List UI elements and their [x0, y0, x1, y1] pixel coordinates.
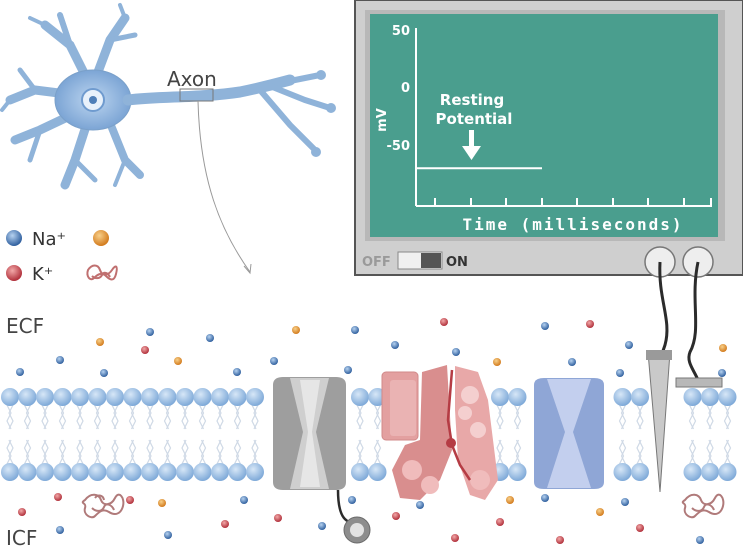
recording-electrode [646, 350, 672, 493]
protein-cluster-left [81, 493, 125, 519]
ion-particles [16, 318, 727, 544]
axon-zoom-box [179, 88, 214, 102]
switch-on-label: ON [446, 255, 468, 270]
ion [451, 534, 459, 542]
ion [18, 508, 26, 516]
ion [636, 524, 644, 532]
ion [233, 368, 241, 376]
legend-na-label: Na⁺ [32, 229, 66, 250]
y-axis-label: mV [375, 108, 390, 132]
pink-ion-channel-complex [381, 365, 498, 500]
ion [621, 498, 629, 506]
ion [96, 338, 104, 346]
lipid-bilayer [1, 388, 737, 481]
y-tick-50: 50 [392, 24, 410, 39]
ion [54, 493, 62, 501]
zoom-pointer-line [197, 100, 251, 273]
ion [506, 496, 514, 504]
ion [596, 508, 604, 516]
ion [696, 536, 704, 544]
legend-protein-icon [86, 264, 118, 281]
power-switch[interactable] [397, 251, 443, 270]
ion [351, 326, 359, 334]
ion [556, 536, 564, 544]
annotation-resting: Resting [440, 91, 504, 109]
ion [625, 341, 633, 349]
ion [56, 356, 64, 364]
ion [452, 348, 460, 356]
ion [270, 357, 278, 365]
y-tick-0: 0 [401, 81, 410, 96]
ion [541, 322, 549, 330]
ion [719, 344, 727, 352]
x-axis-ticks [434, 198, 712, 206]
ion [274, 514, 282, 522]
ion [391, 341, 399, 349]
ion [586, 320, 594, 328]
ion [221, 520, 229, 528]
ion [292, 326, 300, 334]
blue-ion-channel [534, 378, 604, 489]
ion [541, 494, 549, 502]
x-axis-label: Time (milliseconds) [462, 215, 683, 234]
ion [568, 358, 576, 366]
y-tick-neg50: -50 [387, 139, 411, 154]
annotation-potential: Potential [436, 110, 513, 128]
switch-off-label: OFF [362, 255, 391, 270]
ion [318, 522, 326, 530]
ion [141, 346, 149, 354]
icf-label: ICF [6, 526, 37, 550]
oscilloscope-screen [370, 14, 718, 237]
protein-cluster-right [681, 493, 725, 519]
ion [718, 369, 726, 377]
ion [493, 358, 501, 366]
ion [100, 369, 108, 377]
ion [164, 531, 172, 539]
ion [616, 369, 624, 377]
ion [416, 501, 424, 509]
ion [348, 496, 356, 504]
electrode-cable-right [687, 261, 700, 381]
ion [392, 512, 400, 520]
ion [16, 368, 24, 376]
ecf-label: ECF [6, 314, 44, 338]
zoom-pointer-arrowhead [243, 263, 252, 275]
ion [240, 496, 248, 504]
annotation-arrow [462, 130, 481, 160]
ion [174, 357, 182, 365]
legend-na-ion [6, 230, 22, 246]
neuron-illustration [0, 3, 336, 190]
ion [146, 328, 154, 336]
ion [496, 518, 504, 526]
ion [440, 318, 448, 326]
ion [56, 526, 64, 534]
oscilloscope-monitor: 50 0 -50 mV Time (milliseconds) Resting … [354, 0, 743, 278]
ion [158, 499, 166, 507]
gray-ion-channel [273, 377, 371, 544]
ion [344, 366, 352, 374]
reference-electrode [675, 377, 723, 388]
legend-k-ion [6, 265, 22, 281]
axon-label: Axon [167, 67, 217, 91]
ion [126, 496, 134, 504]
ion [206, 334, 214, 342]
legend-k-label: K⁺ [32, 264, 53, 285]
legend-orange-ion [93, 230, 109, 246]
